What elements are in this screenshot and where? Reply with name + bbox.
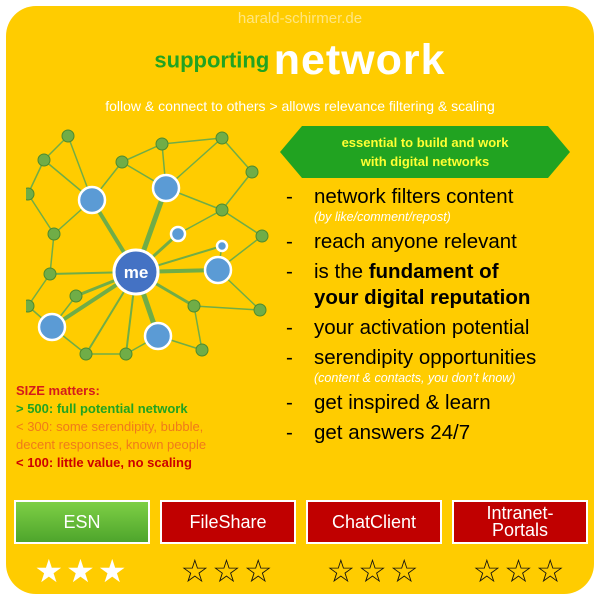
infographic-card: harald-schirmer.de supporting network fo…	[6, 6, 594, 594]
size-heading: SIZE matters:	[16, 383, 100, 398]
page-title: supporting network	[6, 36, 594, 85]
list-item: -get inspired & learn	[286, 391, 491, 414]
size-matters-legend: SIZE matters: > 500: full potential netw…	[16, 382, 286, 472]
esn-stars: ★★★	[34, 553, 130, 589]
size-line-300b: decent responses, known people	[16, 437, 207, 452]
tool-ratings: ESN FileShare ChatClient Intranet-Portal…	[14, 500, 588, 544]
intranet-stars: ☆☆☆	[472, 553, 568, 589]
network-graph: me	[26, 129, 269, 361]
list-item: -your activation potential	[286, 316, 530, 339]
banner-text: essential to build and work with digital…	[280, 133, 570, 171]
title-prefix: supporting	[154, 47, 270, 73]
network-nodes: me	[26, 129, 269, 361]
size-line-300a: < 300: some serendipity, bubble,	[16, 419, 204, 434]
tool-fileshare: FileShare	[160, 500, 296, 544]
tool-chatclient: ChatClient	[306, 500, 442, 544]
title-main: network	[273, 36, 446, 84]
fileshare-stars: ☆☆☆	[180, 553, 276, 589]
size-line-500: > 500: full potential network	[16, 401, 188, 416]
list-item: -network filters content(by like/comment…	[286, 185, 514, 224]
subtitle: follow & connect to others > allows rele…	[105, 98, 495, 114]
size-line-100: < 100: little value, no scaling	[16, 455, 192, 470]
benefits-list: -network filters content(by like/comment…	[282, 184, 592, 446]
tool-intranet-portals: Intranet-Portals	[452, 500, 588, 544]
tool-esn: ESN	[14, 500, 150, 544]
list-item: -reach anyone relevant	[286, 230, 517, 253]
credit-text: harald-schirmer.de	[237, 10, 363, 27]
chatclient-stars: ☆☆☆	[326, 553, 422, 589]
banner-hexagon-shape	[280, 126, 570, 178]
me-label: me	[124, 263, 149, 282]
list-item: -serendipity opportunities(content & con…	[286, 346, 537, 385]
banner-line-1: essential to build and work	[341, 135, 509, 150]
list-item: -get answers 24/7	[286, 421, 471, 444]
me-node	[112, 248, 160, 296]
essential-banner: essential to build and work with digital…	[280, 126, 570, 178]
banner-line-2: with digital networks	[360, 154, 490, 169]
